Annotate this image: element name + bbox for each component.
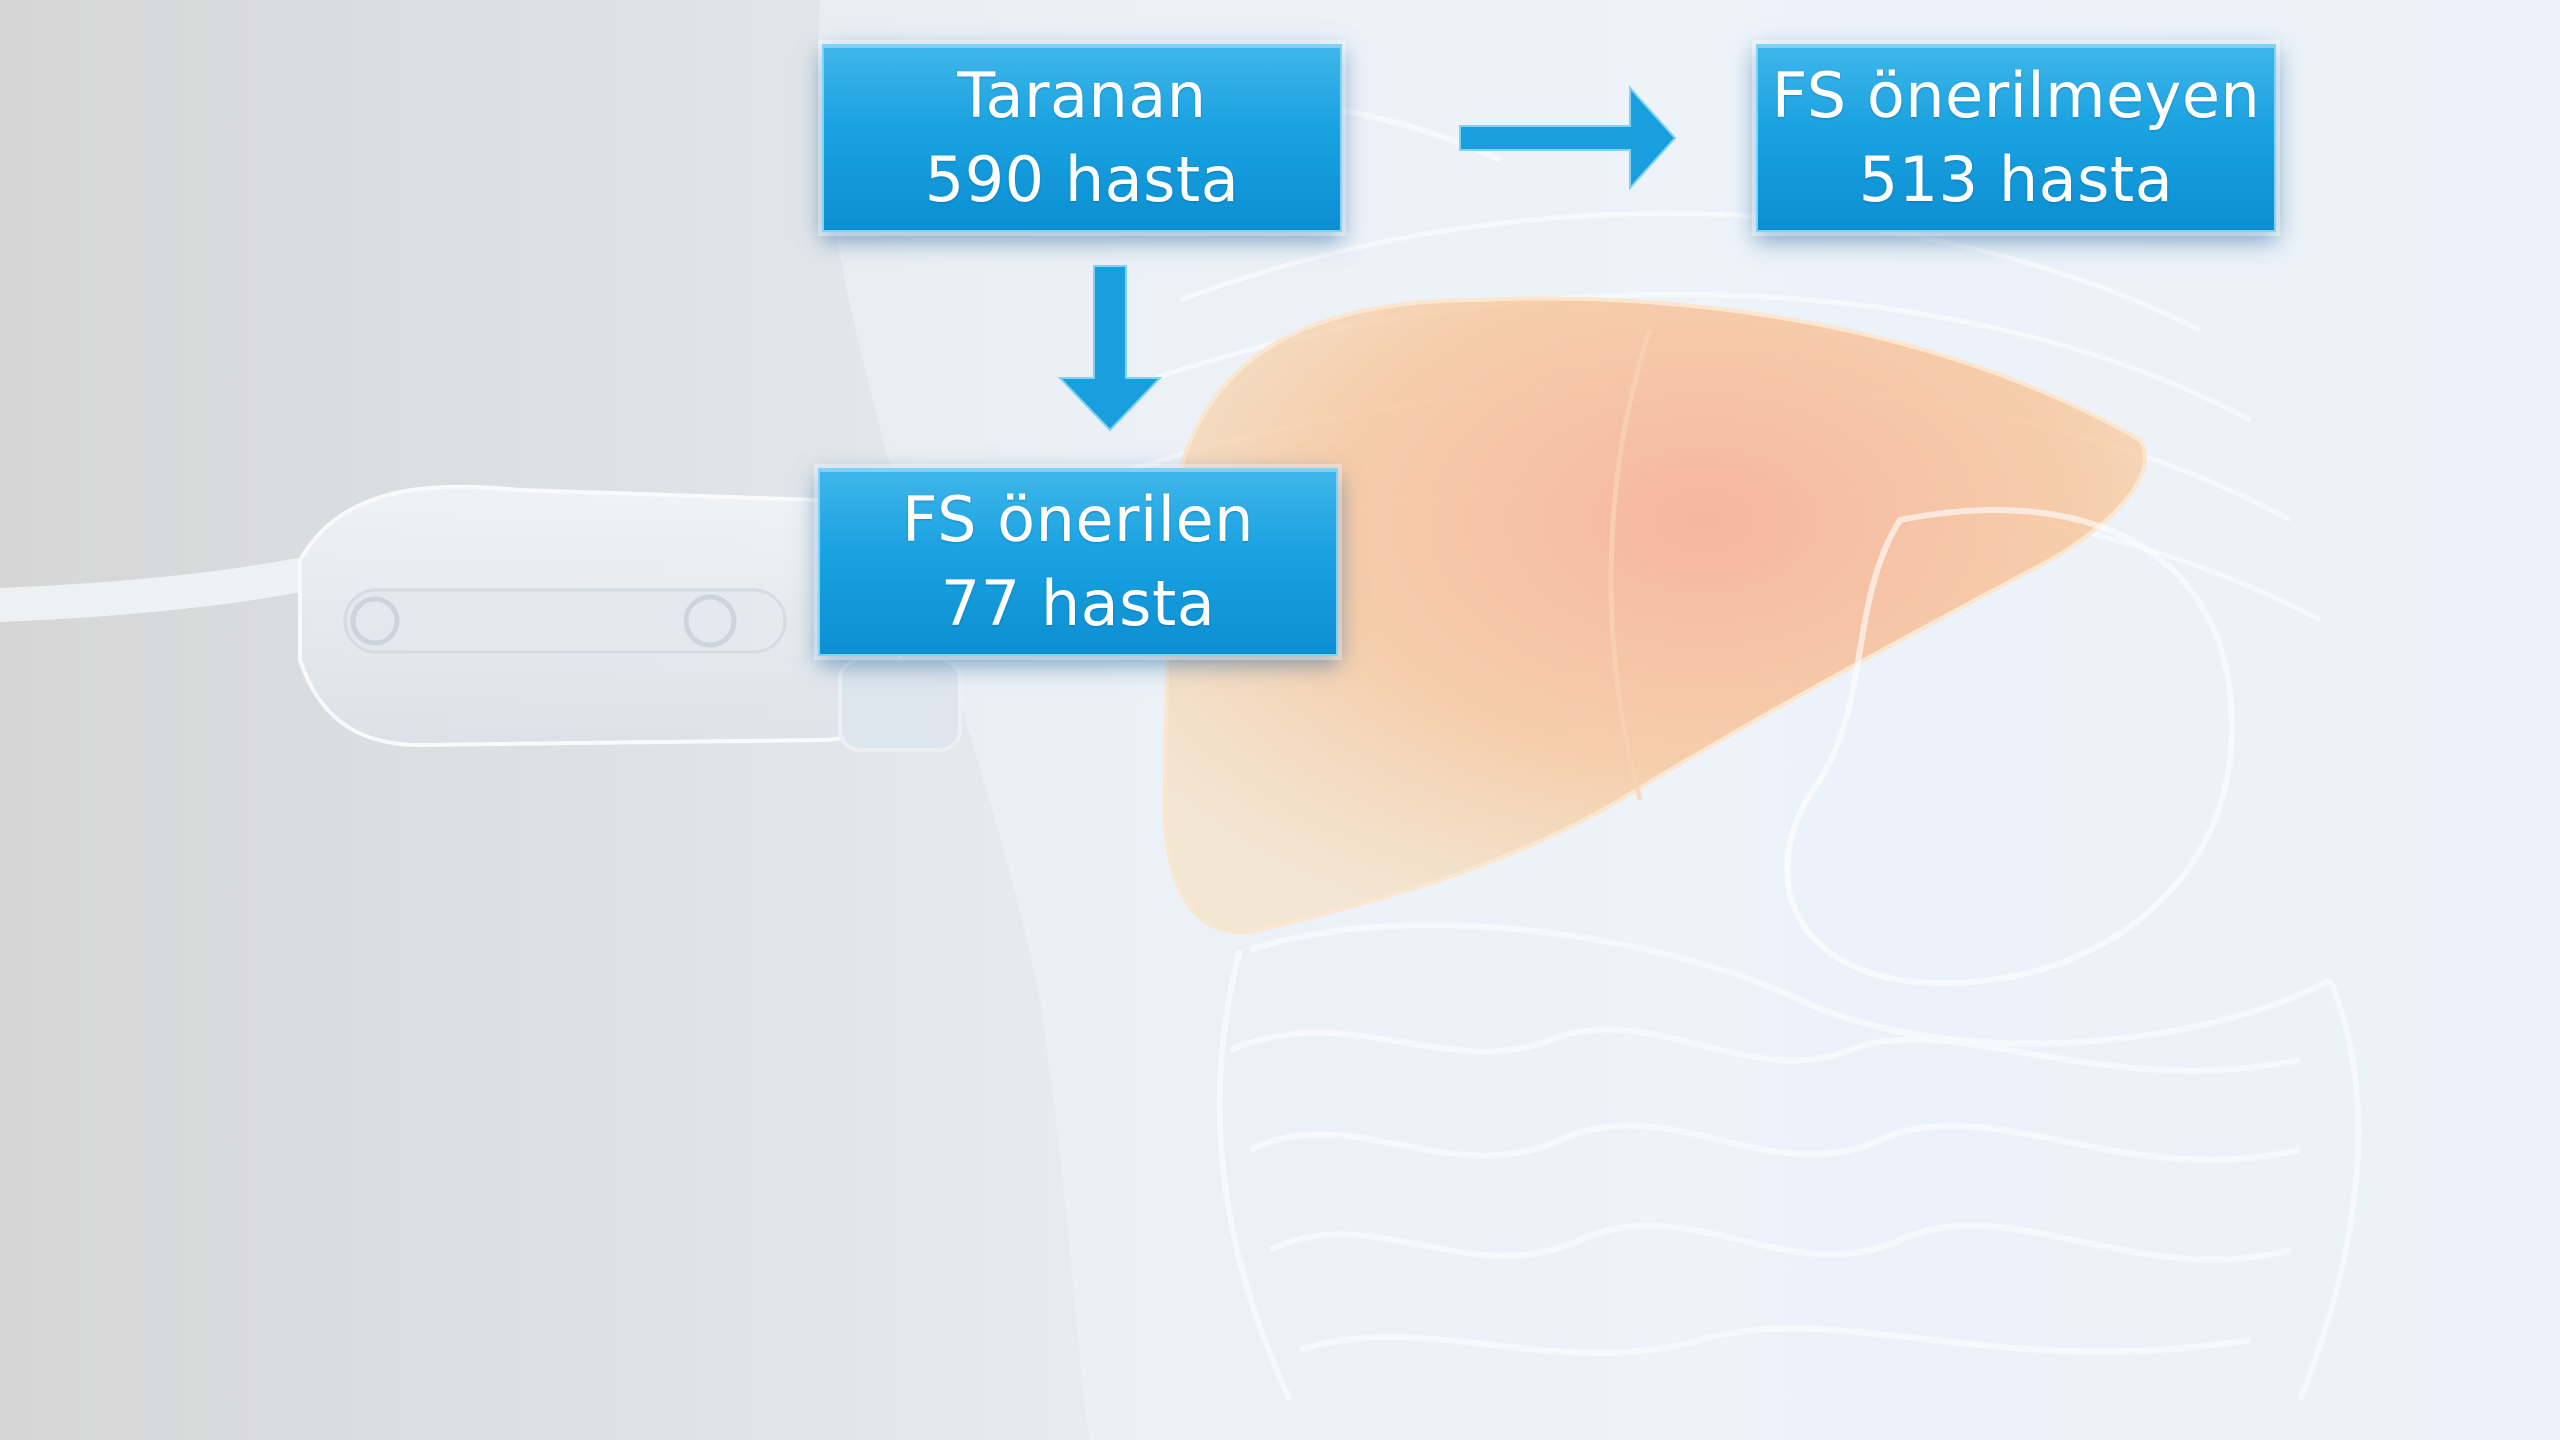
ultrasound-probe [0,487,960,750]
screened-count: 590 hasta [925,138,1239,222]
recommended-title: FS önerilen [902,478,1254,562]
fs-not-recommended-box: FS önerilmeyen 513 hasta [1756,44,2276,232]
screened-title: Taranan [957,54,1206,138]
fs-recommended-box: FS önerilen 77 hasta [818,468,1338,656]
not-recommended-title: FS önerilmeyen [1772,54,2261,138]
recommended-count: 77 hasta [941,562,1216,646]
arrow-down-icon [1058,266,1162,432]
arrow-right-icon [1460,88,1680,188]
screened-patients-box: Taranan 590 hasta [822,44,1342,232]
not-recommended-count: 513 hasta [1859,138,2173,222]
